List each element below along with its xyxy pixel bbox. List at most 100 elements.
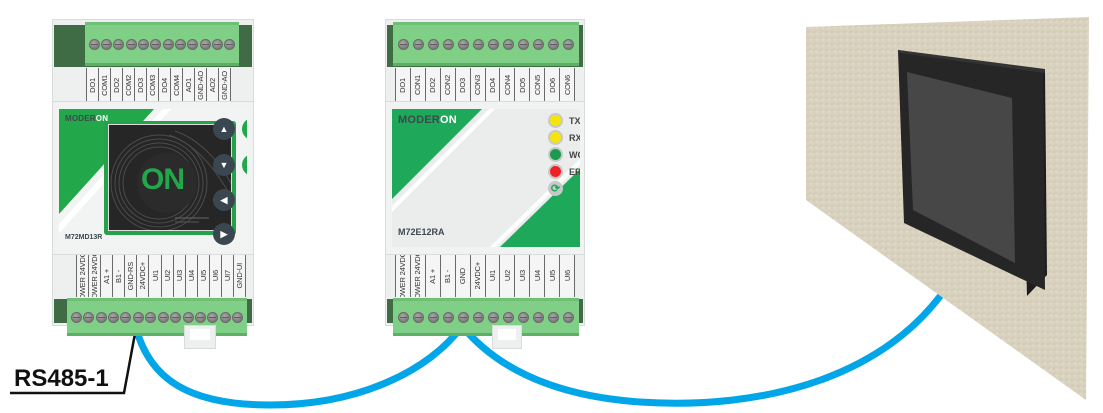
terminal-screw[interactable] [157,311,169,323]
terminal-screw[interactable] [219,311,231,323]
terminal-pin-label: COM1 [98,68,110,102]
terminal-pin-label: GND [454,255,470,297]
terminal-screw[interactable] [428,311,439,323]
terminal-screw[interactable] [518,38,529,50]
terminal-screw[interactable] [120,311,132,323]
up-button[interactable]: ▲ [213,118,235,140]
terminal-screw[interactable] [95,311,107,323]
controller-display: ON [104,121,236,235]
terminal-screw[interactable] [458,311,469,323]
terminal-screw[interactable] [113,38,125,50]
terminal-screw[interactable] [413,311,424,323]
hmi-screen[interactable] [907,72,1015,263]
led-work: WORK [548,147,580,162]
terminal-screw[interactable] [533,38,544,50]
terminal-screw[interactable] [398,38,409,50]
terminal-pin-label: COM3 [146,68,158,102]
terminal-pin-label: UI6 [559,255,576,297]
terminal-screw[interactable] [211,38,223,50]
terminal-screw[interactable] [88,38,100,50]
terminal-screw[interactable] [413,38,424,50]
ok-button[interactable]: ✔ [242,154,247,176]
terminal-screw[interactable] [187,38,199,50]
terminal-pin-label: DO3 [454,68,470,102]
back-button[interactable]: ↶ [242,118,247,140]
terminal-screw[interactable] [107,311,119,323]
display-wave-pattern [110,130,231,230]
terminal-screw[interactable] [473,311,484,323]
terminal-pin-label: AO2 [206,68,218,102]
terminal-pin-label: CON6 [559,68,576,102]
terminal-screw[interactable] [503,311,514,323]
terminal-screw[interactable] [174,38,186,50]
terminal-pin-label: A1 + [424,255,440,297]
terminal-screw[interactable] [458,38,469,50]
refresh-icon[interactable]: ⟳ [548,181,563,196]
terminal-screw[interactable] [443,38,454,50]
terminal-screw[interactable] [125,38,137,50]
terminal-screw[interactable] [100,38,112,50]
expansion-panel-face: MODERON M72E12RA TX RX WORK ERROR ⟳ [392,109,580,247]
left-button[interactable]: ◀ [213,189,235,211]
terminal-screw[interactable] [137,38,149,50]
chevron-down-icon: ▼ [219,160,229,170]
terminal-screw[interactable] [533,311,544,323]
controller-bottom-terminal-block [67,298,247,336]
terminal-pin-label: POWER 24VDC+ [76,255,88,297]
terminal-screw[interactable] [199,38,211,50]
terminal-screw[interactable] [563,38,574,50]
terminal-pin-label: UI2 [160,255,173,297]
terminal-pin-label: GND-RS [124,255,136,297]
controller-brand-logo: MODERON [65,114,109,123]
terminal-pin-label: CON3 [469,68,485,102]
terminal-pin-label: UI7 [220,255,233,297]
terminal-pin-label: UI4 [529,255,544,297]
terminal-screw[interactable] [145,311,157,323]
terminal-screw[interactable] [162,38,174,50]
terminal-pin-label: UI1 [484,255,500,297]
terminal-screw[interactable] [182,311,194,323]
work-led-icon [548,147,563,162]
expansion-top-terminal-block [393,22,579,66]
terminal-pin-label: GND-UI [233,255,247,297]
terminal-pin-label: GND-AO [194,68,206,102]
led-error: ERROR [548,164,580,179]
chevron-left-icon: ◀ [220,194,228,205]
expansion-front-panel: MODERON M72E12RA TX RX WORK ERROR ⟳ [385,101,585,255]
terminal-screw[interactable] [443,311,454,323]
terminal-screw[interactable] [518,311,529,323]
terminal-screw[interactable] [503,38,514,50]
label-leader-line [10,327,138,395]
terminal-pin-label: UI6 [208,255,221,297]
right-button[interactable]: ▶ [213,223,235,245]
terminal-pin-label: DO2 [110,68,122,102]
terminal-screw[interactable] [548,311,559,323]
terminal-screw[interactable] [563,311,574,323]
display-on-logo: ON [141,163,185,196]
terminal-pin-label: DO5 [514,68,529,102]
terminal-screw[interactable] [150,38,162,50]
terminal-screw[interactable] [488,38,499,50]
terminal-pin-label: AO1 [182,68,194,102]
terminal-screw[interactable] [132,311,144,323]
terminal-screw[interactable] [488,311,499,323]
terminal-screw[interactable] [194,311,206,323]
terminal-screw[interactable] [232,311,244,323]
terminal-screw[interactable] [224,38,236,50]
terminal-screw[interactable] [170,311,182,323]
terminal-screw[interactable] [473,38,484,50]
terminal-pin-label: DO1 [86,68,98,102]
terminal-screw[interactable] [70,311,82,323]
down-button[interactable]: ▼ [213,154,235,176]
controller-panel-face: MODERON M72MD13R ON [59,109,247,247]
chevron-right-icon: ▶ [220,228,228,239]
terminal-screw[interactable] [207,311,219,323]
terminal-screw[interactable] [398,311,409,323]
display-screen[interactable]: ON [108,124,232,231]
terminal-screw[interactable] [548,38,559,50]
controller-top-terminal-block [85,22,239,66]
controller-din-clip [184,325,216,349]
terminal-screw[interactable] [428,38,439,50]
terminal-screw[interactable] [83,311,95,323]
